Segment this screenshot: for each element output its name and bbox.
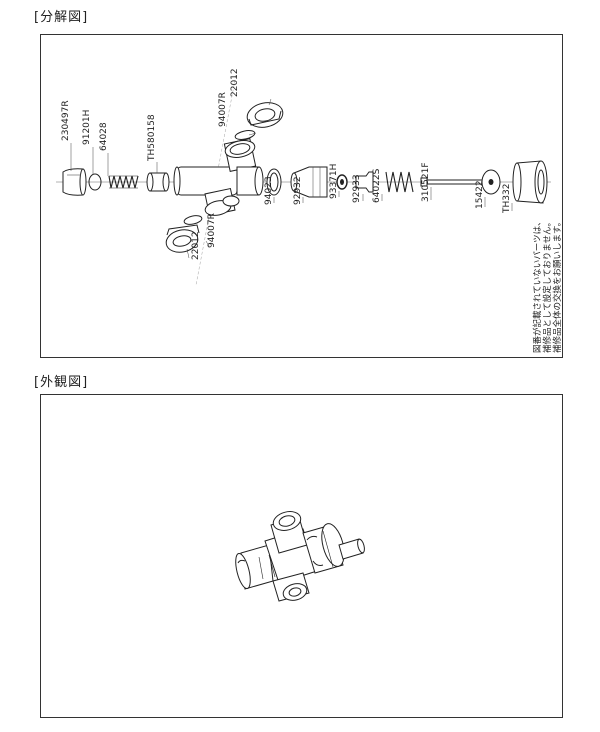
note-line-3: 補修品全体の交換をお願いします。 (552, 218, 563, 353)
label-93371H: 93371H (329, 164, 339, 199)
part-cap-230497R (62, 168, 87, 196)
exploded-view-diagram: 230497R 91201H 64028 TH580158 94007R 220… (56, 68, 563, 353)
part-seal-94007R-lower (183, 215, 203, 225)
label-TH580158: TH580158 (147, 114, 157, 162)
exploded-view-heading: [分解図] (34, 10, 89, 25)
part-cap-TH332 (512, 160, 548, 204)
label-94007R-lower: 94007R (207, 213, 217, 248)
label-230497R: 230497R (61, 100, 71, 141)
part-nut-22012-upper (246, 102, 284, 128)
part-nut-22012-lower (165, 224, 200, 253)
part-ring-93371H (336, 174, 348, 190)
external-view-heading: [外観図] (34, 375, 89, 390)
part-ring-91201H (88, 173, 102, 191)
label-64022S: 64022S (372, 168, 382, 203)
part-sleeve-TH580158 (146, 172, 170, 192)
label-94007R-upper: 94007R (218, 92, 228, 127)
label-TH332: TH332 (502, 184, 512, 214)
exploded-view-frame: 230497R 91201H 64028 TH580158 94007R 220… (40, 34, 563, 358)
part-cartridge-92932 (290, 166, 328, 198)
label-94023: 94023 (264, 176, 274, 205)
external-view-diagram (235, 511, 365, 602)
assembled-valve-drawing (235, 511, 365, 602)
part-washer-94023 (266, 168, 282, 196)
leader-lines (70, 98, 513, 259)
label-15422: 15422 (475, 180, 485, 209)
part-disc-15422 (481, 169, 501, 195)
label-92932: 92932 (293, 176, 303, 205)
part-valve-92933 (355, 171, 374, 193)
label-91201H: 91201H (82, 110, 92, 145)
part-tee-body (173, 138, 264, 217)
label-64028: 64028 (99, 122, 109, 151)
label-22012-lower: 22012 (191, 231, 201, 260)
label-22012-upper: 22012 (230, 68, 240, 97)
part-spring-64022S (385, 171, 414, 193)
note-line-1: 図番が記載されていないパーツは、 (532, 217, 543, 353)
label-92933: 92933 (352, 174, 362, 203)
external-view-frame (40, 394, 563, 718)
part-spring-64028 (108, 175, 139, 189)
note-line-2: 補修品として設定しておりません。 (542, 218, 553, 353)
part-seal-94007R-upper (234, 130, 256, 140)
label-310521F: 310521F (421, 162, 431, 202)
